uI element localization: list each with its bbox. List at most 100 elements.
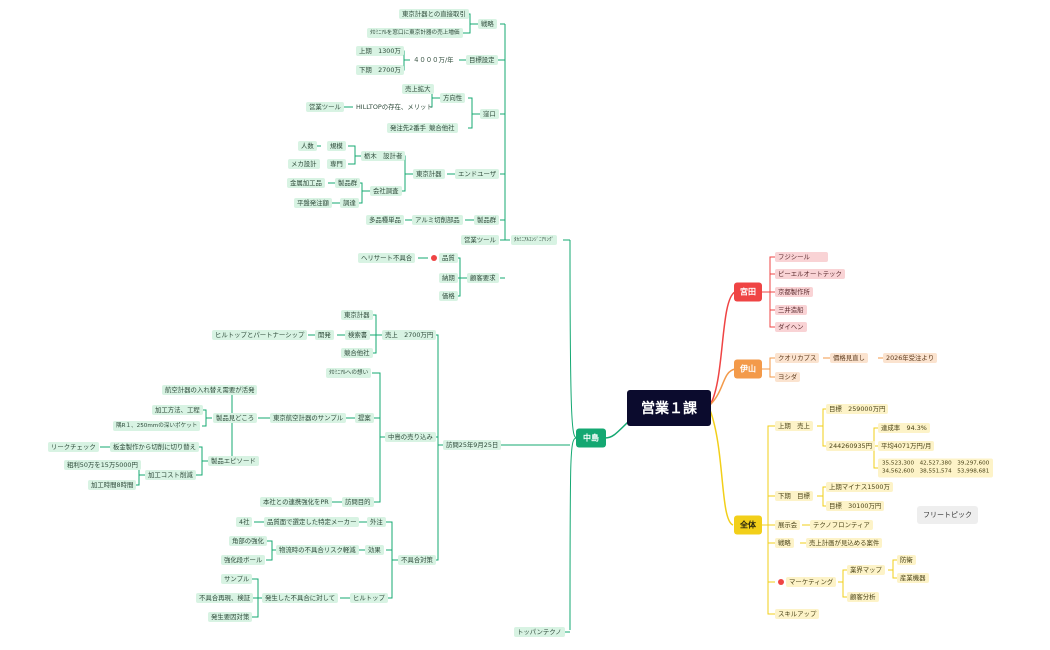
floating-topic[interactable]: フリートピック	[917, 506, 978, 524]
topic-heri[interactable]: ヘリサート不具合	[358, 253, 416, 263]
topic-leak[interactable]: リークチェック	[48, 442, 99, 452]
topic-hinshitsu[interactable]: 品質	[428, 253, 461, 263]
topic-partner[interactable]: ヒルトップとパートナーシップ	[212, 330, 308, 340]
topic-sample[interactable]: 東京航空計器のサンプル	[270, 413, 347, 423]
topic-toppan[interactable]: トッパンテクノ	[514, 627, 565, 637]
topic-gyokai[interactable]: 業界マップ	[847, 565, 885, 575]
topic-fuguai[interactable]: 不具合対策	[398, 555, 436, 565]
topic-houmon[interactable]: 訪問25年9月25日	[443, 440, 502, 450]
topic-senryaku-item-2[interactable]: ﾀｶﾐﾆｱﾙを窓口に東京計器の売上増価	[367, 28, 463, 38]
topic-kamiki[interactable]: 上期 1300万	[356, 46, 404, 56]
topic-kamiki-minus[interactable]: 上期マイナス1500万	[826, 482, 893, 492]
topic-seihin-gun-2[interactable]: 製品群	[474, 215, 500, 225]
topic-senryaku[interactable]: 戦略	[478, 19, 497, 29]
topic-mokuteki[interactable]: 訪問目的	[342, 497, 374, 507]
topic-kokyaku-bunseki[interactable]: 顧客分析	[847, 592, 879, 602]
topic-senmon[interactable]: 専門	[327, 159, 346, 169]
topic-tahin[interactable]: 多品種単品	[366, 215, 404, 225]
topic-kouka[interactable]: 効果	[365, 545, 384, 555]
topic-kaihatsu-2[interactable]: 開発	[315, 330, 334, 340]
topic-saihatsu[interactable]: 発生要因対策	[208, 612, 253, 622]
topic-miyata-3[interactable]: 京都製作所	[775, 287, 813, 297]
topic-marketing[interactable]: マーケティング	[775, 577, 839, 587]
topic-seihin-gun[interactable]: 製品群	[335, 178, 361, 188]
topic-urikomi[interactable]: 中島の売り込み	[385, 432, 436, 442]
topic-risk[interactable]: 物流時の不具合リスク軽減	[276, 545, 359, 555]
topic-tenjikai[interactable]: 展示会	[775, 520, 801, 530]
topic-kakou[interactable]: 加工方法、工程	[152, 405, 203, 415]
topic-jikan[interactable]: 加工時間8時間	[88, 480, 137, 490]
topic-hinshitsu-men[interactable]: 品質面で選定した特定メーカー	[264, 517, 360, 527]
topic-irekae[interactable]: 航空計器の入れ替え需要が活発	[162, 385, 258, 395]
topic-yoshida[interactable]: ヨシダ	[775, 372, 801, 382]
topic-kaihatsu[interactable]: 検索書	[345, 330, 371, 340]
topic-uriage-2700[interactable]: 売上 2700万円	[382, 330, 437, 340]
topic-kado[interactable]: 角部の強化	[229, 536, 267, 546]
topic-houkousei[interactable]: 方向性	[440, 93, 466, 103]
topic-senryaku-zentai[interactable]: 戦略	[775, 538, 794, 548]
topic-kyougou[interactable]: 競合他社	[426, 123, 458, 133]
topic-miyata-4[interactable]: 三井造船	[775, 305, 807, 315]
topic-teian[interactable]: 提案	[355, 413, 374, 423]
topic-miyata-1[interactable]: フジシール	[775, 252, 828, 262]
topic-uriage-kakudai[interactable]: 売上拡大	[402, 84, 434, 94]
branch-nakajima[interactable]: 中島	[576, 428, 606, 448]
topic-reduce[interactable]: 粗利50万を15万5000円	[64, 460, 141, 470]
topic-miyata-2[interactable]: ピーエルオートテック	[775, 269, 845, 279]
topic-sample-2[interactable]: サンプル	[221, 574, 253, 584]
topic-kinzoku[interactable]: 金属加工品	[287, 178, 325, 188]
topic-pocket[interactable]: 隅R１、250mmの深いポケット	[113, 421, 201, 431]
topic-tokyo-keiki-2[interactable]: 東京計器	[341, 310, 373, 320]
topic-skill[interactable]: スキルアップ	[775, 609, 820, 619]
topic-nen[interactable]: 2026年受注より	[883, 353, 938, 363]
topic-kanagata[interactable]: 板金製作から切削に切り替え	[110, 442, 200, 452]
branch-miyata[interactable]: 宮田	[734, 282, 762, 302]
topic-kyouka-pole[interactable]: 強化段ボール	[221, 555, 266, 565]
topic-omoi[interactable]: ﾀｶﾐﾆｱﾙへの想い	[326, 368, 372, 378]
topic-shimoki[interactable]: 下期 2700万	[356, 65, 404, 75]
topic-honsha[interactable]: 本社との連携強化をPR	[260, 497, 332, 507]
topic-mokuhyo-amount[interactable]: ４０００万/年	[413, 56, 454, 64]
topic-midokoro[interactable]: 製品見どころ	[213, 413, 258, 423]
topic-tochigi[interactable]: 栃木 設計者	[361, 151, 406, 161]
topic-end-user[interactable]: エンドユーザ	[455, 169, 500, 179]
topic-gaichu[interactable]: 外注	[367, 517, 386, 527]
topic-keikaku[interactable]: 売上計画が見込める案件	[806, 538, 883, 548]
branch-iyama[interactable]: 伊山	[734, 359, 762, 379]
topic-sangyo[interactable]: 産業機器	[897, 573, 929, 583]
topic-kamiki-uriage[interactable]: 上期 売上	[775, 421, 813, 431]
topic-mokuhyo[interactable]: 目標設定	[466, 55, 498, 65]
topic-yon[interactable]: 4社	[236, 517, 253, 527]
topic-kaisha[interactable]: 会社調査	[370, 186, 402, 196]
topic-jisseki[interactable]: 244260935円	[826, 441, 875, 451]
topic-enji[interactable]: ﾀｶﾐﾆｱﾙｴﾝｼﾞﾆｱﾘﾝｸﾞ	[511, 235, 558, 245]
topic-eigyou-tool-2[interactable]: 営業ツール	[461, 235, 499, 245]
topic-arumi[interactable]: アルミ切削部品	[412, 215, 463, 225]
topic-saigen[interactable]: 不具合再現、検証	[196, 593, 254, 603]
topic-miyata-5[interactable]: ダイヘン	[775, 322, 807, 332]
topic-ninzu[interactable]: 人数	[298, 141, 317, 151]
topic-hilltop[interactable]: ヒルトップ	[350, 593, 388, 603]
topic-kyougou-2[interactable]: 競合他社	[341, 348, 373, 358]
topic-nouki[interactable]: 納期	[439, 273, 458, 283]
root-topic[interactable]: 営業１課	[627, 390, 711, 426]
topic-hassei[interactable]: 発生した不具合に対して	[262, 593, 339, 603]
branch-zentai[interactable]: 全体	[734, 515, 762, 535]
topic-senryaku-item-1[interactable]: 東京計器との直接取引	[399, 9, 469, 19]
topic-kokyaku[interactable]: 顧客要求	[467, 273, 499, 283]
topic-bouei[interactable]: 防衛	[897, 555, 916, 565]
topic-chotatsu[interactable]: 調達	[340, 198, 359, 208]
topic-shimoki[interactable]: 下期 目標	[775, 491, 813, 501]
topic-hilltop-meritto[interactable]: HILLTOPの存在、メリット	[356, 103, 433, 111]
topic-tasseiritsu[interactable]: 達成率 94.3%	[878, 423, 930, 433]
topic-episode[interactable]: 製品エピソード	[208, 456, 259, 466]
topic-kibo[interactable]: 規模	[327, 141, 346, 151]
topic-techno[interactable]: テクノフロンティア	[810, 520, 873, 530]
topic-tokyo-keiki[interactable]: 東京計器	[413, 169, 445, 179]
topic-kakaku[interactable]: 価格	[439, 291, 458, 301]
topic-kouguchi[interactable]: 窪口	[480, 109, 499, 119]
topic-mokuhyo-1[interactable]: 目標 259000万円	[826, 404, 889, 414]
topic-heikin[interactable]: 平均4071万円/月	[878, 441, 935, 451]
topic-monthly[interactable]: 35,523,300 42,527,380 39,297,600 34,562,…	[878, 458, 994, 478]
topic-heisei[interactable]: 平盤発注額	[294, 198, 332, 208]
